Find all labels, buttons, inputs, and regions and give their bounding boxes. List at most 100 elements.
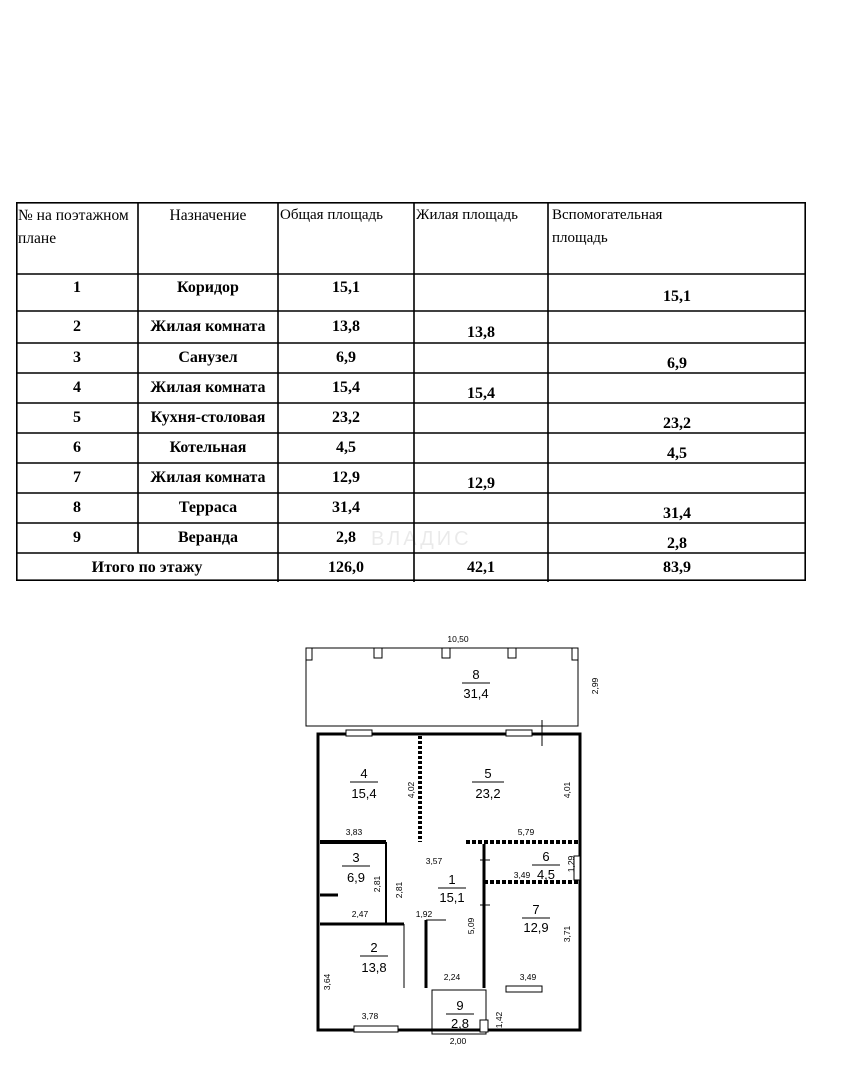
room-6-number: 6 — [542, 849, 549, 864]
dim-r6-height: 1,29 — [566, 855, 576, 872]
row-living-area — [414, 433, 548, 463]
row-living-area: 12,9 — [467, 475, 495, 492]
row-number: 7 — [73, 469, 81, 486]
room-2-area: 13,8 — [361, 960, 386, 975]
row-auxiliary-area: 2,8 — [667, 535, 687, 552]
dim-terrace-depth: 2,99 — [590, 677, 600, 694]
row-purpose: Кухня-столовая — [150, 409, 266, 426]
row-total-area: 31,4 — [332, 499, 360, 516]
dim-r2-height: 3,64 — [322, 973, 332, 990]
row-purpose: Терраса — [178, 499, 238, 516]
terrace-outline — [305, 647, 579, 727]
row-number: 2 — [73, 318, 81, 335]
row-total-area: 6,9 — [336, 349, 356, 366]
room-8-area: 31,4 — [463, 686, 488, 701]
row-purpose: Котельная — [169, 439, 247, 456]
dim-r7-width: 3,49 — [520, 972, 537, 982]
room-4-area: 15,4 — [351, 786, 376, 801]
row-total-area: 2,8 — [336, 529, 356, 546]
watermark: ВЛАДИС — [371, 528, 472, 550]
room-7-number: 7 — [532, 902, 539, 917]
dim-overall-width: 10,50 — [447, 634, 469, 644]
row-auxiliary-area: 31,4 — [663, 505, 691, 522]
row-number: 8 — [73, 499, 81, 516]
row-living-area — [414, 274, 548, 311]
header-number: № на поэтажном плане — [18, 207, 129, 247]
dim-corridor-short: 1,92 — [416, 909, 433, 919]
area-table: № на поэтажном плане Назначение Общая пл… — [16, 202, 806, 582]
row-living-area: 13,8 — [467, 324, 495, 341]
dim-r4-width: 3,83 — [346, 827, 363, 837]
row-auxiliary-area — [548, 311, 806, 343]
dim-r3-width: 2,47 — [352, 909, 369, 919]
totals-auxiliary-area: 83,9 — [663, 559, 691, 576]
row-total-area: 15,4 — [332, 379, 360, 396]
row-total-area: 23,2 — [332, 409, 360, 426]
floor-plan-drawing: 8 31,4 4 15,4 5 23,2 3 6,9 6 4,5 1 15,1 … — [305, 634, 600, 1046]
room-5-number: 5 — [484, 766, 491, 781]
room-2-number: 2 — [370, 940, 377, 955]
dim-r6-width: 3,49 — [514, 870, 531, 880]
room-1-number: 1 — [448, 872, 455, 887]
row-total-area: 13,8 — [332, 318, 360, 335]
row-number: 5 — [73, 409, 81, 426]
row-purpose: Веранда — [178, 529, 238, 546]
dim-r2-width: 3,78 — [362, 1011, 379, 1021]
row-total-area: 15,1 — [332, 279, 360, 296]
row-purpose: Жилая комната — [150, 469, 266, 486]
room-6-area: 4,5 — [537, 867, 555, 882]
totals-living-area: 42,1 — [467, 559, 495, 576]
dim-corridor-bottom: 2,24 — [444, 972, 461, 982]
dim-r3-height-b: 2,81 — [394, 881, 404, 898]
row-number: 3 — [73, 349, 81, 366]
dim-r9-width: 2,00 — [450, 1036, 467, 1046]
dim-r3-height-a: 2,81 — [372, 875, 382, 892]
row-auxiliary-area: 6,9 — [667, 355, 687, 372]
veranda-outline — [431, 989, 487, 1035]
row-living-area — [414, 493, 548, 523]
header-living-area: Жилая площадь — [416, 207, 518, 223]
header-purpose: Назначение — [169, 207, 247, 224]
row-number: 1 — [73, 279, 81, 296]
row-auxiliary-area: 23,2 — [663, 415, 691, 432]
dim-corridor-height: 5,09 — [466, 917, 476, 934]
room-3-number: 3 — [352, 850, 359, 865]
row-purpose: Жилая комната — [150, 379, 266, 396]
row-living-area: 15,4 — [467, 385, 495, 402]
row-number: 4 — [73, 379, 81, 396]
dim-r9-height: 1,42 — [494, 1011, 504, 1028]
room-8-number: 8 — [472, 667, 479, 682]
row-purpose: Санузел — [178, 349, 238, 366]
row-auxiliary-area: 15,1 — [663, 288, 691, 305]
room-3-area: 6,9 — [347, 870, 365, 885]
row-auxiliary-area — [548, 463, 806, 493]
totals-label: Итого по этажу — [91, 559, 203, 576]
row-auxiliary-area: 4,5 — [667, 445, 687, 462]
header-total-area: Общая площадь — [280, 207, 384, 223]
room-5-area: 23,2 — [475, 786, 500, 801]
room-1-area: 15,1 — [439, 890, 464, 905]
dim-r5-height: 4,01 — [562, 781, 572, 798]
dim-r7-height: 3,71 — [562, 925, 572, 942]
room-9-number: 9 — [456, 998, 463, 1013]
row-purpose: Жилая комната — [150, 318, 266, 335]
dim-r5-width: 5,79 — [518, 827, 535, 837]
row-purpose: Коридор — [177, 279, 239, 296]
header-auxiliary-area: Вспомогательная площадь — [552, 207, 663, 246]
room-9-area: 2,8 — [451, 1016, 469, 1031]
room-7-area: 12,9 — [523, 920, 548, 935]
floor-plan: 8 31,4 4 15,4 5 23,2 3 6,9 6 4,5 1 15,1 … — [296, 630, 616, 1050]
dim-corridor-width: 3,57 — [426, 856, 443, 866]
row-living-area — [414, 403, 548, 433]
house-outer-wall — [316, 732, 582, 1032]
row-living-area — [414, 343, 548, 373]
row-auxiliary-area — [548, 373, 806, 403]
table-grid — [16, 202, 806, 582]
dim-r4-height: 4,02 — [406, 781, 416, 798]
row-total-area: 4,5 — [336, 439, 356, 456]
totals-total-area: 126,0 — [328, 559, 364, 576]
row-number: 6 — [73, 439, 81, 456]
row-number: 9 — [73, 529, 81, 546]
room-4-number: 4 — [360, 766, 367, 781]
row-total-area: 12,9 — [332, 469, 360, 486]
